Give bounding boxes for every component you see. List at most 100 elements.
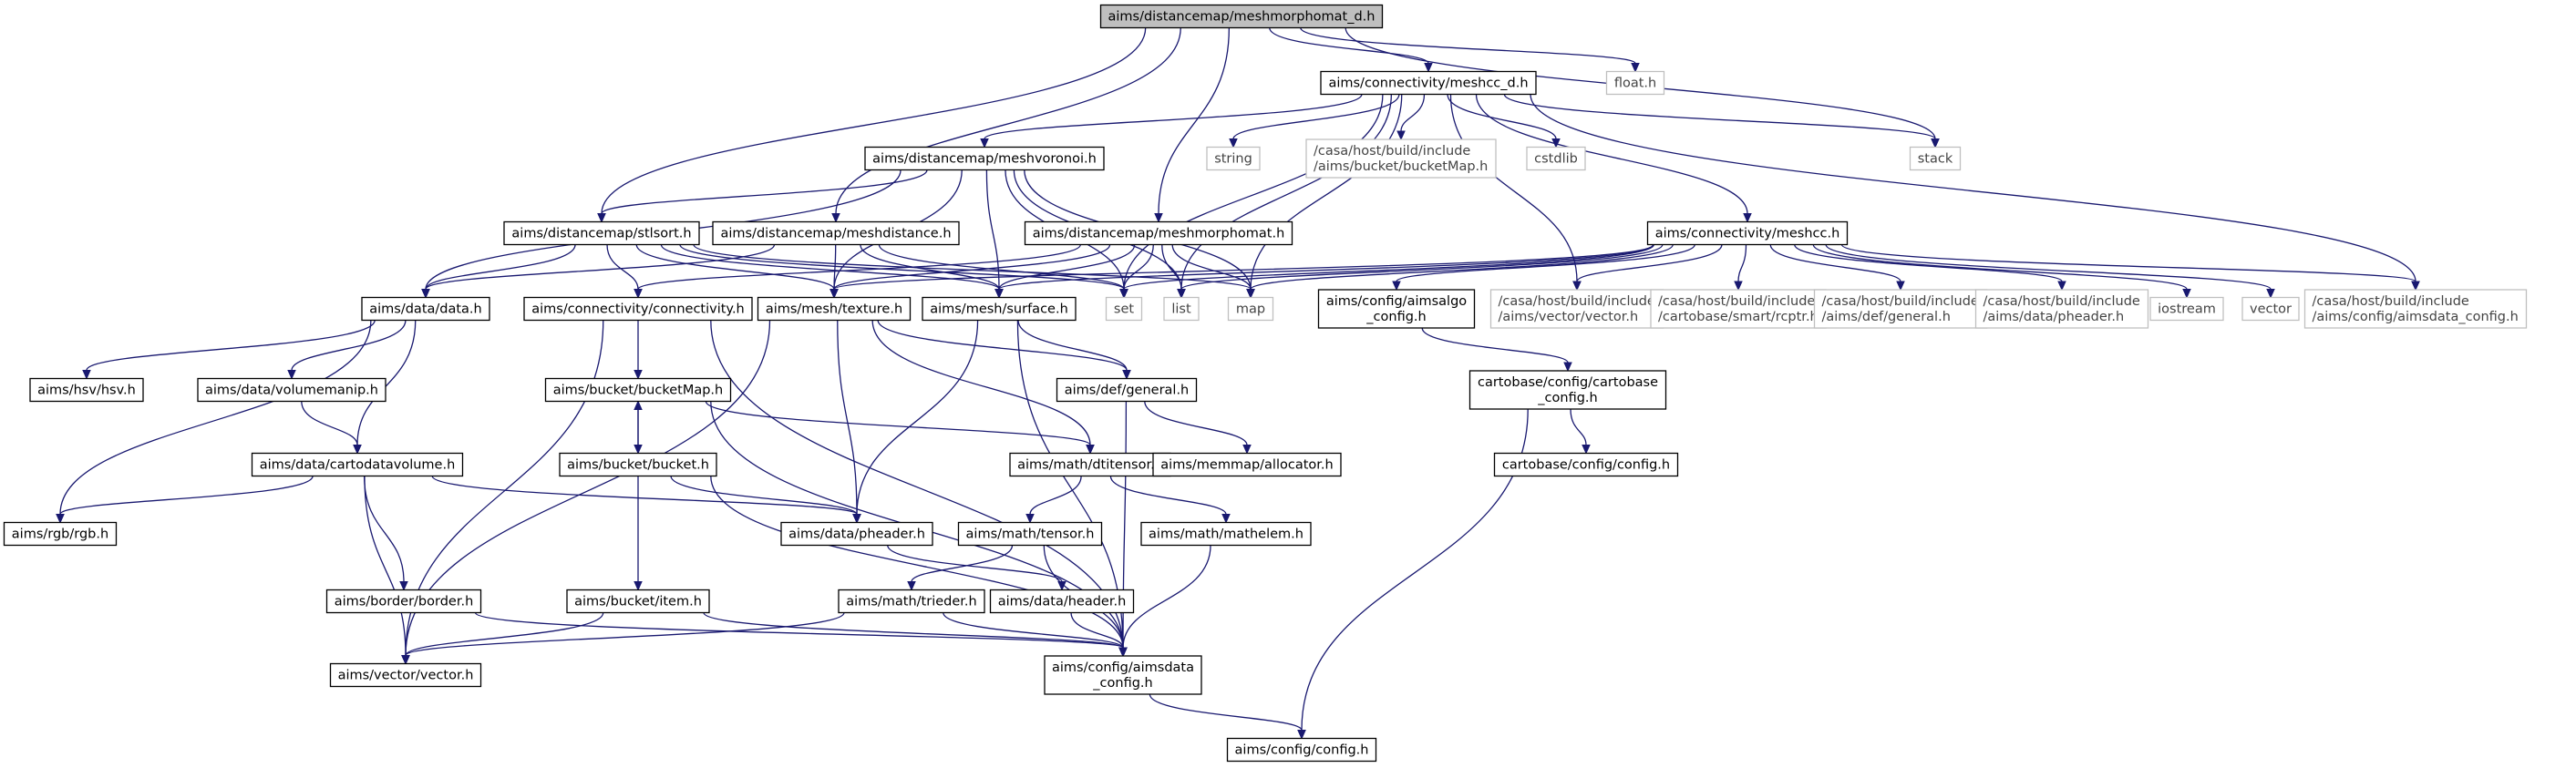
node-vector-vector[interactable]: aims/vector/vector.h <box>329 662 482 688</box>
edge-item-to-vector-vector <box>405 612 604 656</box>
edge-surface-to-data-pheader <box>856 320 979 515</box>
edge-arrowhead <box>1246 289 1255 299</box>
edges-layer <box>56 27 2420 740</box>
node-dtitensor[interactable]: aims/math/dtitensor.h <box>1009 452 1171 477</box>
edge-arrowhead <box>1086 445 1095 455</box>
node-aimsdata-config[interactable]: aims/config/aimsdata_config.h <box>1044 655 1202 695</box>
edge-arrowhead <box>1734 281 1743 292</box>
edge-meshmorphomat-to-list <box>1161 244 1182 290</box>
node-data-h[interactable]: aims/data/data.h <box>361 296 490 322</box>
edge-cartodatavolume-to-rgb <box>59 476 314 516</box>
node-bucketmap-ext: /casa/host/build/include/aims/bucket/buc… <box>1305 138 1497 179</box>
node-rgb[interactable]: aims/rgb/rgb.h <box>3 521 118 547</box>
node-label: /aims/vector/vector.h <box>1499 310 1639 324</box>
node-label: /casa/host/build/include <box>2313 294 2469 309</box>
edge-arrowhead <box>1119 289 1128 299</box>
node-meshdistance[interactable]: aims/distancemap/meshdistance.h <box>712 220 960 246</box>
node-box <box>922 296 1077 322</box>
node-mathelem[interactable]: aims/math/mathelem.h <box>1140 521 1312 547</box>
node-rcptr-ext: /casa/host/build/include/cartobase/smart… <box>1650 289 1827 329</box>
node-box <box>251 452 464 477</box>
node-set: set <box>1105 296 1143 322</box>
node-texture[interactable]: aims/mesh/texture.h <box>757 296 912 322</box>
edge-meshdistance-to-texture <box>833 244 837 290</box>
node-label: /casa/host/build/include <box>1658 294 1815 309</box>
edge-arrowhead <box>399 581 408 591</box>
edge-texture-to-dtitensor <box>871 320 1091 445</box>
edge-meshcc-d-to-string <box>1232 94 1400 139</box>
node-label: /casa/host/build/include <box>1984 294 2140 309</box>
node-volumemanip[interactable]: aims/data/volumemanip.h <box>197 377 386 403</box>
node-box <box>361 296 490 322</box>
node-box <box>1468 370 1667 410</box>
edge-trieder-to-aimsdata-config <box>943 612 1124 649</box>
node-meshcc[interactable]: aims/connectivity/meshcc.h <box>1646 220 1849 246</box>
node-tensor[interactable]: aims/math/tensor.h <box>957 521 1103 547</box>
node-data-pheader[interactable]: aims/data/pheader.h <box>780 521 933 547</box>
node-box <box>989 589 1135 614</box>
node-aimsdata-config-ext: /casa/host/build/include/aims/config/aim… <box>2303 289 2528 329</box>
edge-volumemanip-to-cartodatavolume <box>301 401 358 445</box>
node-carto-config[interactable]: cartobase/config/config.h <box>1493 452 1679 477</box>
node-cartobase-config[interactable]: cartobase/config/cartobase_config.h <box>1468 370 1667 410</box>
node-item[interactable]: aims/bucket/item.h <box>566 589 710 614</box>
node-box <box>2303 289 2528 329</box>
node-connectivity[interactable]: aims/connectivity/connectivity.h <box>523 296 753 322</box>
edge-meshdistance-to-data-h <box>425 244 776 291</box>
edge-def-general-to-allocator <box>1144 401 1248 445</box>
edge-bucket-to-aimsdata-config <box>710 476 1124 649</box>
node-def-general[interactable]: aims/def/general.h <box>1056 377 1198 403</box>
edge-arrowhead <box>1896 281 1905 292</box>
node-box <box>3 521 118 547</box>
edge-arrowhead <box>1582 445 1591 455</box>
node-label: aims/data/cartodatavolume.h <box>260 458 456 473</box>
edge-cartodatavolume-to-data-pheader <box>431 475 858 516</box>
node-bucket[interactable]: aims/bucket/bucket.h <box>559 452 717 477</box>
node-stlsort[interactable]: aims/distancemap/stlsort.h <box>503 220 700 246</box>
node-cartodatavolume[interactable]: aims/data/cartodatavolume.h <box>251 452 464 477</box>
node-hsv[interactable]: aims/hsv/hsv.h <box>29 377 144 403</box>
node-label: aims/border/border.h <box>335 595 474 609</box>
node-box <box>838 589 985 614</box>
node-box <box>712 220 960 246</box>
node-meshcc-d[interactable]: aims/connectivity/meshcc_d.h <box>1320 70 1537 96</box>
node-label: stack <box>1918 152 1953 167</box>
edge-meshmorphomat-to-connectivity <box>637 244 1081 291</box>
edge-data-pheader-to-data-header <box>887 545 1063 583</box>
node-aimsalgo-config[interactable]: aims/config/aimsalgo_config.h <box>1317 289 1476 329</box>
node-meshvoronoi[interactable]: aims/distancemap/meshvoronoi.h <box>864 146 1105 171</box>
edge-cartodatavolume-to-vector-vector <box>364 476 407 656</box>
node-bucketmap[interactable]: aims/bucket/bucketMap.h <box>544 377 732 403</box>
node-trieder[interactable]: aims/math/trieder.h <box>838 589 985 614</box>
edge-tensor-to-trieder <box>911 545 1014 582</box>
node-border[interactable]: aims/border/border.h <box>325 589 482 614</box>
edge-arrowhead <box>852 514 861 524</box>
node-box <box>780 521 933 547</box>
node-label: aims/data/pheader.h <box>788 527 925 542</box>
edge-aimsdata-config-to-config-h <box>1149 693 1303 731</box>
edge-arrowhead <box>1743 213 1752 223</box>
edge-arrowhead <box>56 514 65 524</box>
edge-arrowhead <box>1931 138 1940 148</box>
edge-arrowhead <box>1572 281 1582 292</box>
node-box <box>757 296 912 322</box>
node-config-h[interactable]: aims/config/config.h <box>1226 737 1377 763</box>
node-label: aims/data/data.h <box>369 302 481 317</box>
node-meshmorphomat[interactable]: aims/distancemap/meshmorphomat.h <box>1024 220 1293 246</box>
edge-arrowhead <box>1396 130 1406 141</box>
node-root[interactable]: aims/distancemap/meshmorphomat_d.h <box>1099 4 1384 29</box>
edge-arrowhead <box>1122 370 1131 380</box>
edge-meshcc-to-pheader-ext <box>1794 244 2063 282</box>
node-surface[interactable]: aims/mesh/surface.h <box>922 296 1077 322</box>
edge-arrowhead <box>1297 730 1306 740</box>
node-box <box>1650 289 1827 329</box>
edge-meshcc-d-to-bucketmap-ext <box>1400 94 1426 132</box>
edge-arrowhead <box>597 213 606 223</box>
node-label: /aims/data/pheader.h <box>1984 310 2125 324</box>
edge-arrowhead <box>831 213 840 223</box>
node-label: aims/data/header.h <box>998 595 1127 609</box>
node-data-header[interactable]: aims/data/header.h <box>989 589 1135 614</box>
node-allocator[interactable]: aims/memmap/allocator.h <box>1152 452 1342 477</box>
node-box <box>1320 70 1537 96</box>
